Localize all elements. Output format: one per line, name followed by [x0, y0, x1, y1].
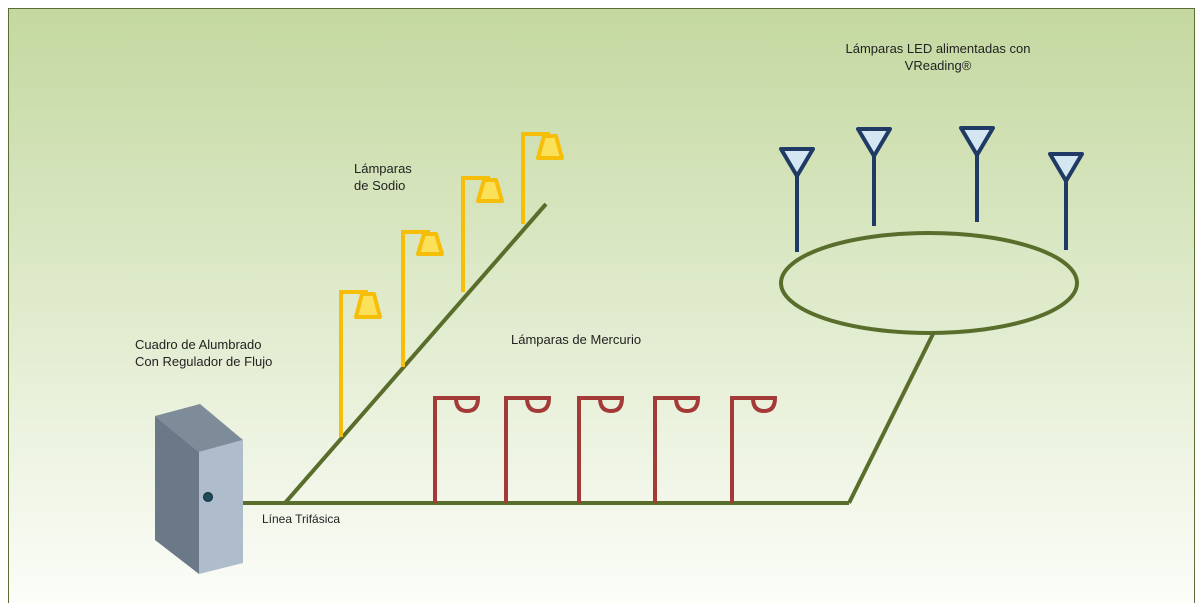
- mercury-lamps: [433, 396, 778, 503]
- led-ring: [779, 231, 1079, 335]
- sodium-lamp: [339, 290, 382, 437]
- cabinet-top: [155, 404, 243, 452]
- sodium-lamp: [521, 132, 564, 224]
- cabinet-label-line2: Con Regulador de Flujo: [135, 354, 273, 369]
- led-lamp: [856, 127, 892, 226]
- sodium-branch-line: [283, 202, 548, 505]
- cabinet-icon: [155, 404, 243, 574]
- led-lamp: [1048, 152, 1084, 250]
- three-phase-label: Línea Trifásica: [262, 512, 341, 526]
- led-feed-line: [847, 333, 935, 504]
- led-label: Lámparas LED alimentadas con VReading®: [812, 40, 1064, 74]
- led-label-line2: VReading®: [904, 58, 972, 73]
- power-lines: [243, 202, 1079, 505]
- sodium-lamp: [461, 176, 504, 292]
- cabinet-label: Cuadro de Alumbrado Con Regulador de Flu…: [135, 336, 272, 370]
- mercury-lamp: [730, 396, 778, 503]
- cabinet-side: [155, 416, 199, 574]
- cabinet-lock: [203, 492, 213, 502]
- sodium-label: Lámparas de Sodio: [354, 160, 412, 194]
- cabinet-front: [199, 440, 243, 574]
- mercury-lamp: [577, 396, 625, 503]
- sodium-lamps: [339, 132, 564, 437]
- mercury-lamp: [653, 396, 701, 503]
- sodium-label-line1: Lámparas: [354, 161, 412, 176]
- sodium-lamp: [401, 230, 444, 367]
- led-lamp: [779, 147, 815, 252]
- led-lamps: [779, 126, 1084, 252]
- led-label-line1: Lámparas LED alimentadas con: [845, 41, 1031, 56]
- cabinet-label-line1: Cuadro de Alumbrado: [135, 337, 262, 352]
- mercury-lamp: [433, 396, 481, 503]
- led-lamp: [959, 126, 995, 222]
- mercury-lamp: [504, 396, 552, 503]
- mercury-label: Lámparas de Mercurio: [511, 332, 642, 347]
- sodium-label-line2: de Sodio: [354, 178, 406, 193]
